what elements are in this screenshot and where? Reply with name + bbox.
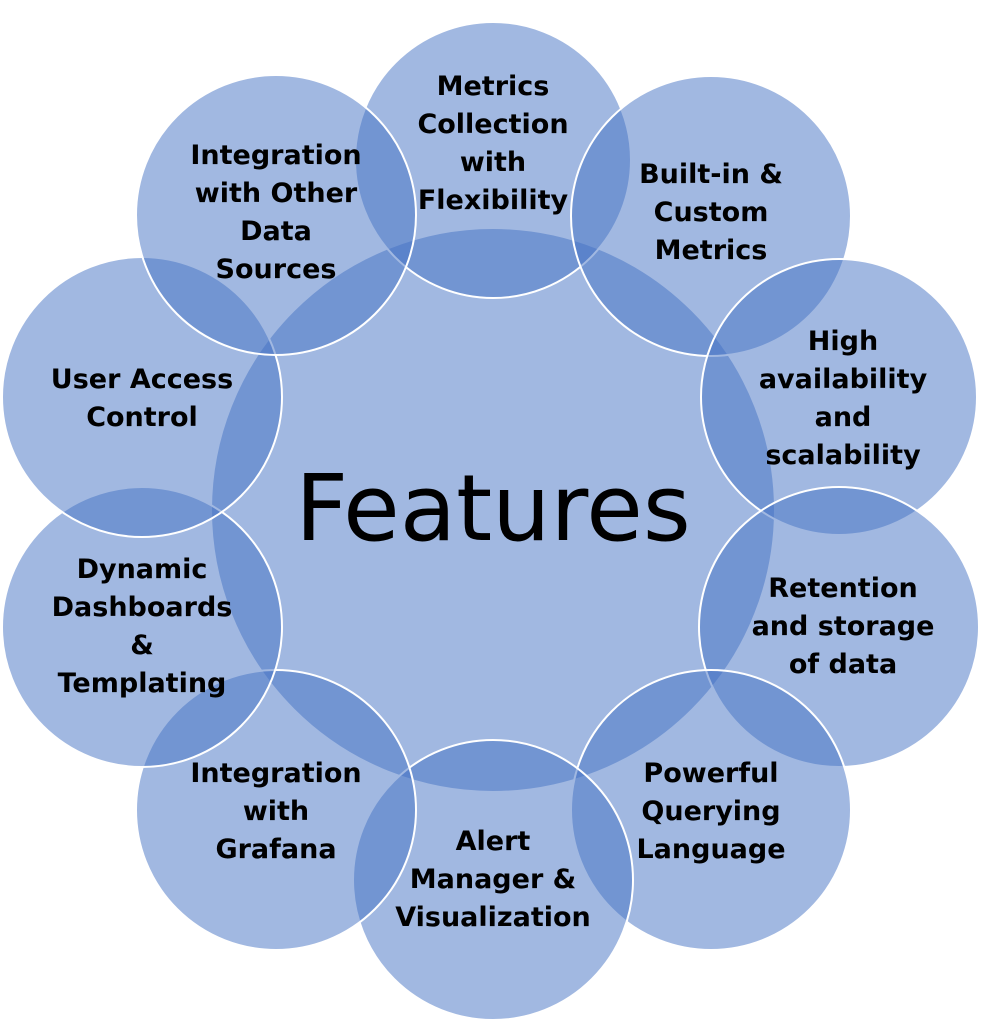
circles-layer [1, 21, 980, 1021]
feature-label-line: Templating [58, 668, 227, 699]
feature-label-line: Alert [456, 826, 531, 857]
feature-label-line: Collection [417, 109, 568, 140]
center-label: Features [295, 455, 691, 562]
feature-label-line: Grafana [215, 834, 336, 865]
feature-label-line: Metrics [655, 235, 768, 266]
feature-label-line: Dashboards [52, 592, 233, 623]
feature-label-line: Dynamic [77, 554, 208, 585]
feature-label-line: and storage [752, 611, 935, 642]
feature-label-line: of data [789, 649, 897, 680]
feature-label: Retention and storage of data [752, 573, 935, 680]
feature-label-line: Integration [190, 140, 361, 171]
feature-label-line: with [460, 147, 526, 178]
feature-label-line: Powerful [643, 758, 778, 789]
feature-label-line: Built-in & [639, 159, 783, 190]
feature-label-line: with Other [195, 178, 358, 209]
feature-label: High availability and scalability [759, 326, 928, 471]
feature-label-line: Flexibility [418, 185, 569, 216]
feature-label-line: Sources [216, 254, 337, 285]
feature-label-line: Visualization [395, 902, 591, 933]
feature-label-line: Manager & [410, 864, 576, 895]
feature-label-line: Control [86, 402, 198, 433]
feature-label-line: Querying [641, 796, 780, 827]
feature-label-line: & [130, 630, 154, 661]
feature-label-line: High [808, 326, 878, 357]
feature-label-line: Metrics [437, 71, 550, 102]
feature-label-line: Language [636, 834, 785, 865]
feature-label-line: Data [240, 216, 312, 247]
feature-label-line: availability [759, 364, 928, 395]
feature-circle [135, 74, 417, 356]
feature-label-line: Integration [190, 758, 361, 789]
feature-label-line: and [815, 402, 872, 433]
feature-label-line: scalability [765, 440, 921, 471]
feature-label-line: Retention [768, 573, 917, 604]
feature-label-line: with [243, 796, 309, 827]
feature-label-line: Custom [654, 197, 769, 228]
feature-label-line: User Access [51, 364, 233, 395]
